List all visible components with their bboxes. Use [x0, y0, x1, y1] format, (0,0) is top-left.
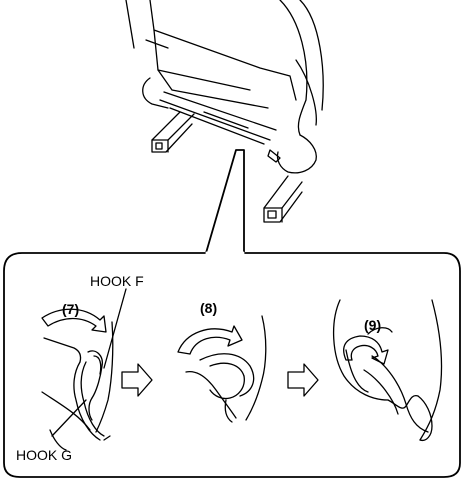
hook-f-label: HOOK F [90, 273, 144, 289]
seat-illustration [125, 0, 324, 223]
step-8-label: (8) [200, 300, 217, 316]
step-7-illustration [41, 308, 114, 451]
hook-f-leader [103, 288, 127, 369]
curved-arrow-9 [343, 335, 389, 365]
next-arrow-1 [121, 363, 153, 397]
curved-arrow-8 [177, 325, 243, 355]
step-8-illustration [177, 315, 267, 423]
hook-g-label: HOOK G [16, 447, 72, 463]
hook-g-leader [51, 399, 87, 437]
step-7-label: (7) [62, 301, 79, 317]
next-arrow-2 [287, 363, 319, 397]
curved-arrow-7 [41, 308, 107, 333]
step-9-label: (9) [364, 317, 381, 333]
step-9-illustration [332, 299, 443, 442]
callout-frame [3, 149, 461, 478]
